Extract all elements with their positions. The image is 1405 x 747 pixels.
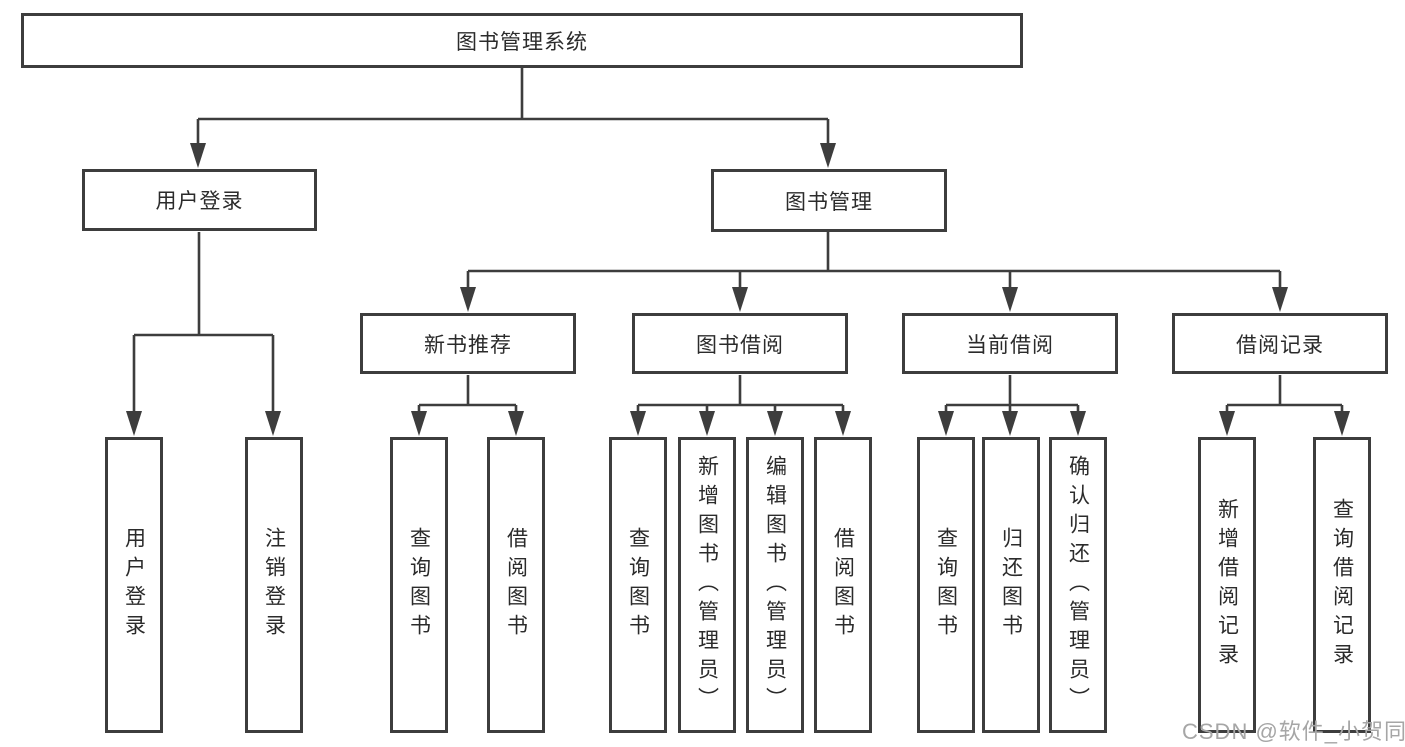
leaf-confirm-return-admin: 确认归还（管理员） — [1049, 437, 1107, 733]
leaf-edit-books-admin: 编辑图书（管理员） — [746, 437, 804, 733]
leaf-logout: 注销登录 — [245, 437, 303, 733]
node-book-management: 图书管理 — [711, 169, 947, 232]
leaf-add-books-admin: 新增图书（管理员） — [678, 437, 736, 733]
leaf-borrow-books: 借阅图书 — [814, 437, 872, 733]
leaf-add-borrow-record: 新增借阅记录 — [1198, 437, 1256, 733]
leaf-user-login: 用户登录 — [105, 437, 163, 733]
leaf-borrow-query-books: 查询图书 — [609, 437, 667, 733]
leaf-query-borrow-record: 查询借阅记录 — [1313, 437, 1371, 733]
csdn-watermark: CSDN @软件_小贺同学 — [1182, 719, 1405, 744]
node-current-borrow: 当前借阅 — [902, 313, 1118, 374]
node-new-book-recommend: 新书推荐 — [360, 313, 576, 374]
leaf-newbook-borrow-books: 借阅图书 — [487, 437, 545, 733]
node-user-login: 用户登录 — [82, 169, 317, 231]
leaf-newbook-query-books: 查询图书 — [390, 437, 448, 733]
node-system-root: 图书管理系统 — [21, 13, 1023, 68]
node-borrow-records: 借阅记录 — [1172, 313, 1388, 374]
leaf-current-query-books: 查询图书 — [917, 437, 975, 733]
leaf-return-books: 归还图书 — [982, 437, 1040, 733]
node-book-borrow: 图书借阅 — [632, 313, 848, 374]
